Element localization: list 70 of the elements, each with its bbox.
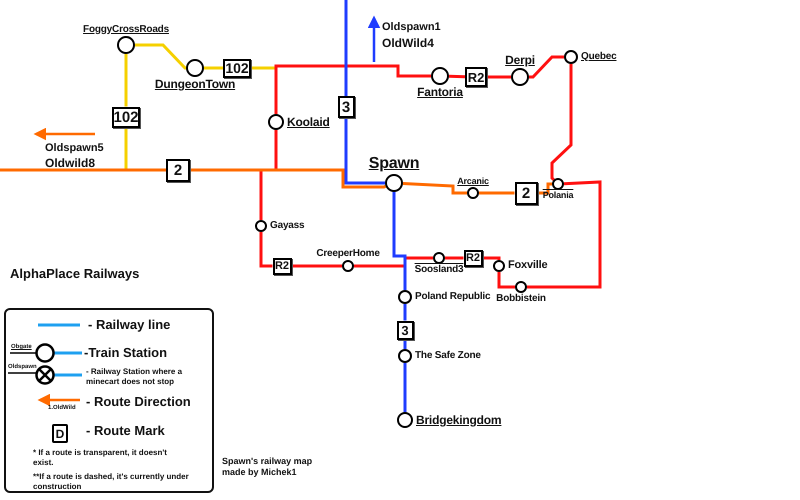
route-mark: R2: [464, 250, 482, 266]
route-label: Oldwild8: [45, 156, 96, 171]
rail-line: [344, 118, 385, 184]
route-mark: R2: [465, 67, 487, 87]
station-name: DungeonTown: [154, 78, 236, 91]
rail-line: [260, 232, 272, 268]
station-name: Bobbistein: [496, 294, 546, 304]
map-title: AlphaPlace Railways: [10, 266, 140, 282]
rail-line: [292, 264, 342, 268]
rail-line: [204, 66, 223, 70]
rail-line: [190, 168, 386, 188]
route-mark: R2: [272, 258, 292, 274]
rail-line: [487, 76, 511, 78]
station-name: The Safe Zone: [415, 350, 481, 362]
rail-line: [550, 64, 572, 181]
route-mark: 102: [112, 106, 140, 128]
legend-text: - Route Mark: [86, 423, 165, 440]
station-name: Bridgekingdom: [416, 414, 502, 426]
station-name: Fantoria: [417, 86, 463, 99]
rail-line: [404, 304, 406, 320]
credit-text: Spawn's railway map made by Michek1: [222, 456, 314, 478]
rail-line: [538, 182, 552, 194]
station-name: Spawn: [368, 156, 420, 173]
rail-line: [527, 180, 602, 288]
rail-line: [402, 182, 467, 194]
legend-text: - Route Direction: [86, 394, 191, 410]
station-name: Soosland3: [414, 265, 464, 276]
station-name: Derpi: [505, 54, 535, 67]
route-mark: 3: [396, 320, 414, 340]
legend-text: - Railway line: [88, 317, 170, 334]
route-label: Oldspawn1: [382, 21, 441, 35]
rail-line: [274, 130, 278, 170]
station-name: Foxville: [508, 260, 548, 272]
legend-text: -Train Station: [84, 345, 168, 362]
note-text: **If a route is dashed, it's currently under construction: [33, 472, 190, 492]
route-mark: 102: [223, 58, 251, 78]
rail-line: [124, 54, 128, 106]
route-mark: 2: [514, 182, 538, 204]
rail-line: [529, 56, 564, 78]
rail-line: [344, 0, 348, 96]
station-name: Arcanic: [457, 176, 489, 186]
rail-line: [135, 44, 186, 70]
rail-line: [260, 170, 262, 220]
route-mark: 3: [338, 96, 354, 118]
legend-text: - Railway Station where a minecart does not stop: [86, 367, 184, 387]
rail-line: [479, 192, 514, 194]
route-label: OldWild4: [382, 36, 434, 51]
rail-line: [482, 256, 500, 260]
station-name: Poland Republic: [415, 292, 490, 302]
rail-line: [445, 256, 464, 260]
rail-line: [0, 168, 166, 172]
station-name: Koolaid: [287, 116, 330, 128]
rail-line: [498, 272, 515, 288]
station-name: Polania: [542, 191, 574, 200]
rail-line: [448, 74, 466, 78]
station-name: Gayass: [270, 220, 304, 232]
rail-line: [404, 340, 406, 349]
rail-line: [392, 192, 406, 290]
route-mark: 2: [166, 158, 190, 182]
note-text: * If a route is transparent, it doesn't exist.: [33, 448, 168, 468]
rail-line: [354, 256, 433, 268]
rail-line: [274, 64, 431, 114]
route-label: Oldspawn5: [45, 142, 104, 156]
station-name: Quebec: [581, 52, 616, 62]
rail-line: [404, 363, 406, 412]
rail-line: [251, 66, 275, 70]
route-mark-sample: D: [52, 424, 68, 443]
station-name: CreeperHome: [316, 248, 380, 259]
station-name: FoggyCrossRoads: [83, 24, 169, 35]
rail-line: [124, 128, 128, 170]
